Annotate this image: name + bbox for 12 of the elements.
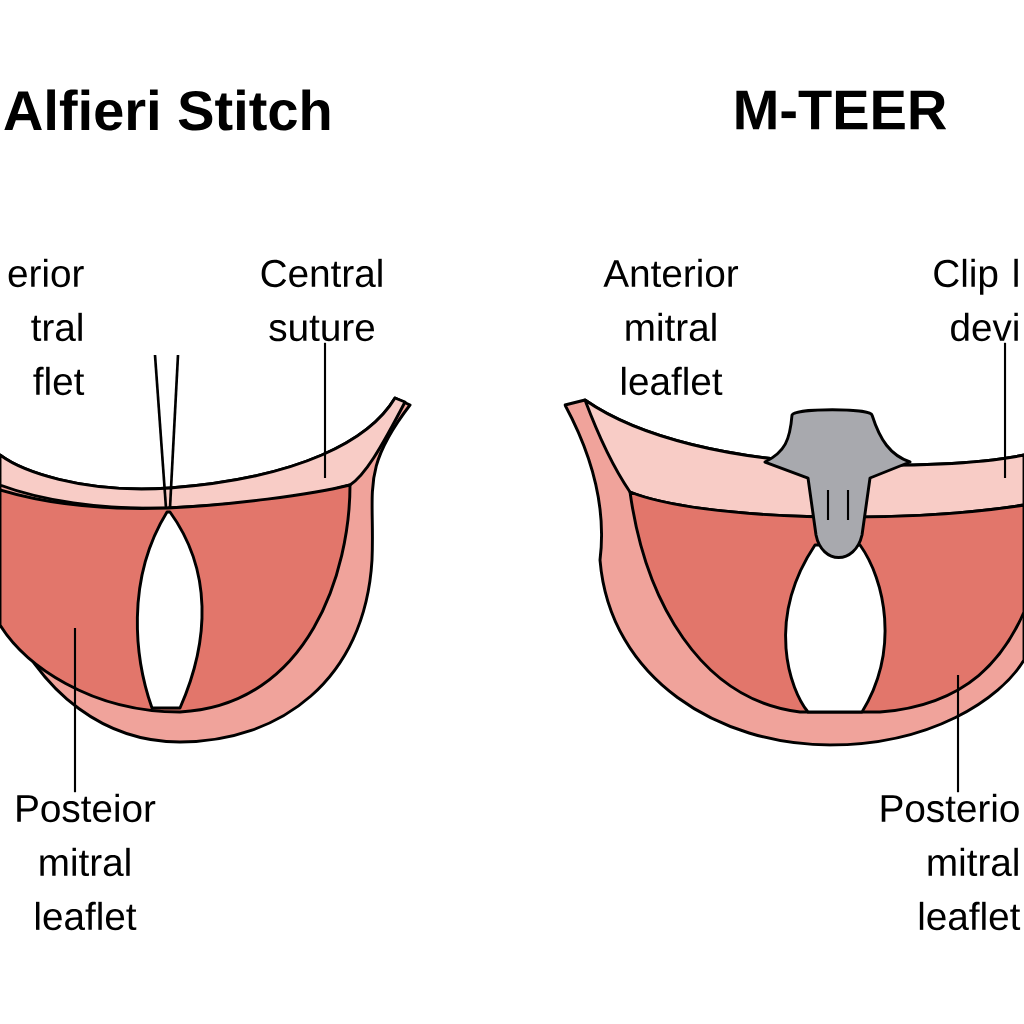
callout-label: erior tral flet xyxy=(8,258,85,396)
panel-title: M-TEER xyxy=(736,90,947,130)
callout-label: Posterio mitral leaflet xyxy=(881,793,1021,931)
leader-line xyxy=(323,342,327,478)
callout-label: Clip l devi xyxy=(934,258,1018,342)
leader-line xyxy=(73,628,77,793)
leader-line xyxy=(956,675,960,793)
leader-line xyxy=(1003,342,1007,478)
callout-label: Posteior mitral leaflet xyxy=(17,793,156,931)
panel-title: Alfieri Stitch xyxy=(4,89,330,131)
callout-label: Central suture xyxy=(261,258,382,342)
callout-label: Anterior mitral leaflet xyxy=(603,258,739,396)
